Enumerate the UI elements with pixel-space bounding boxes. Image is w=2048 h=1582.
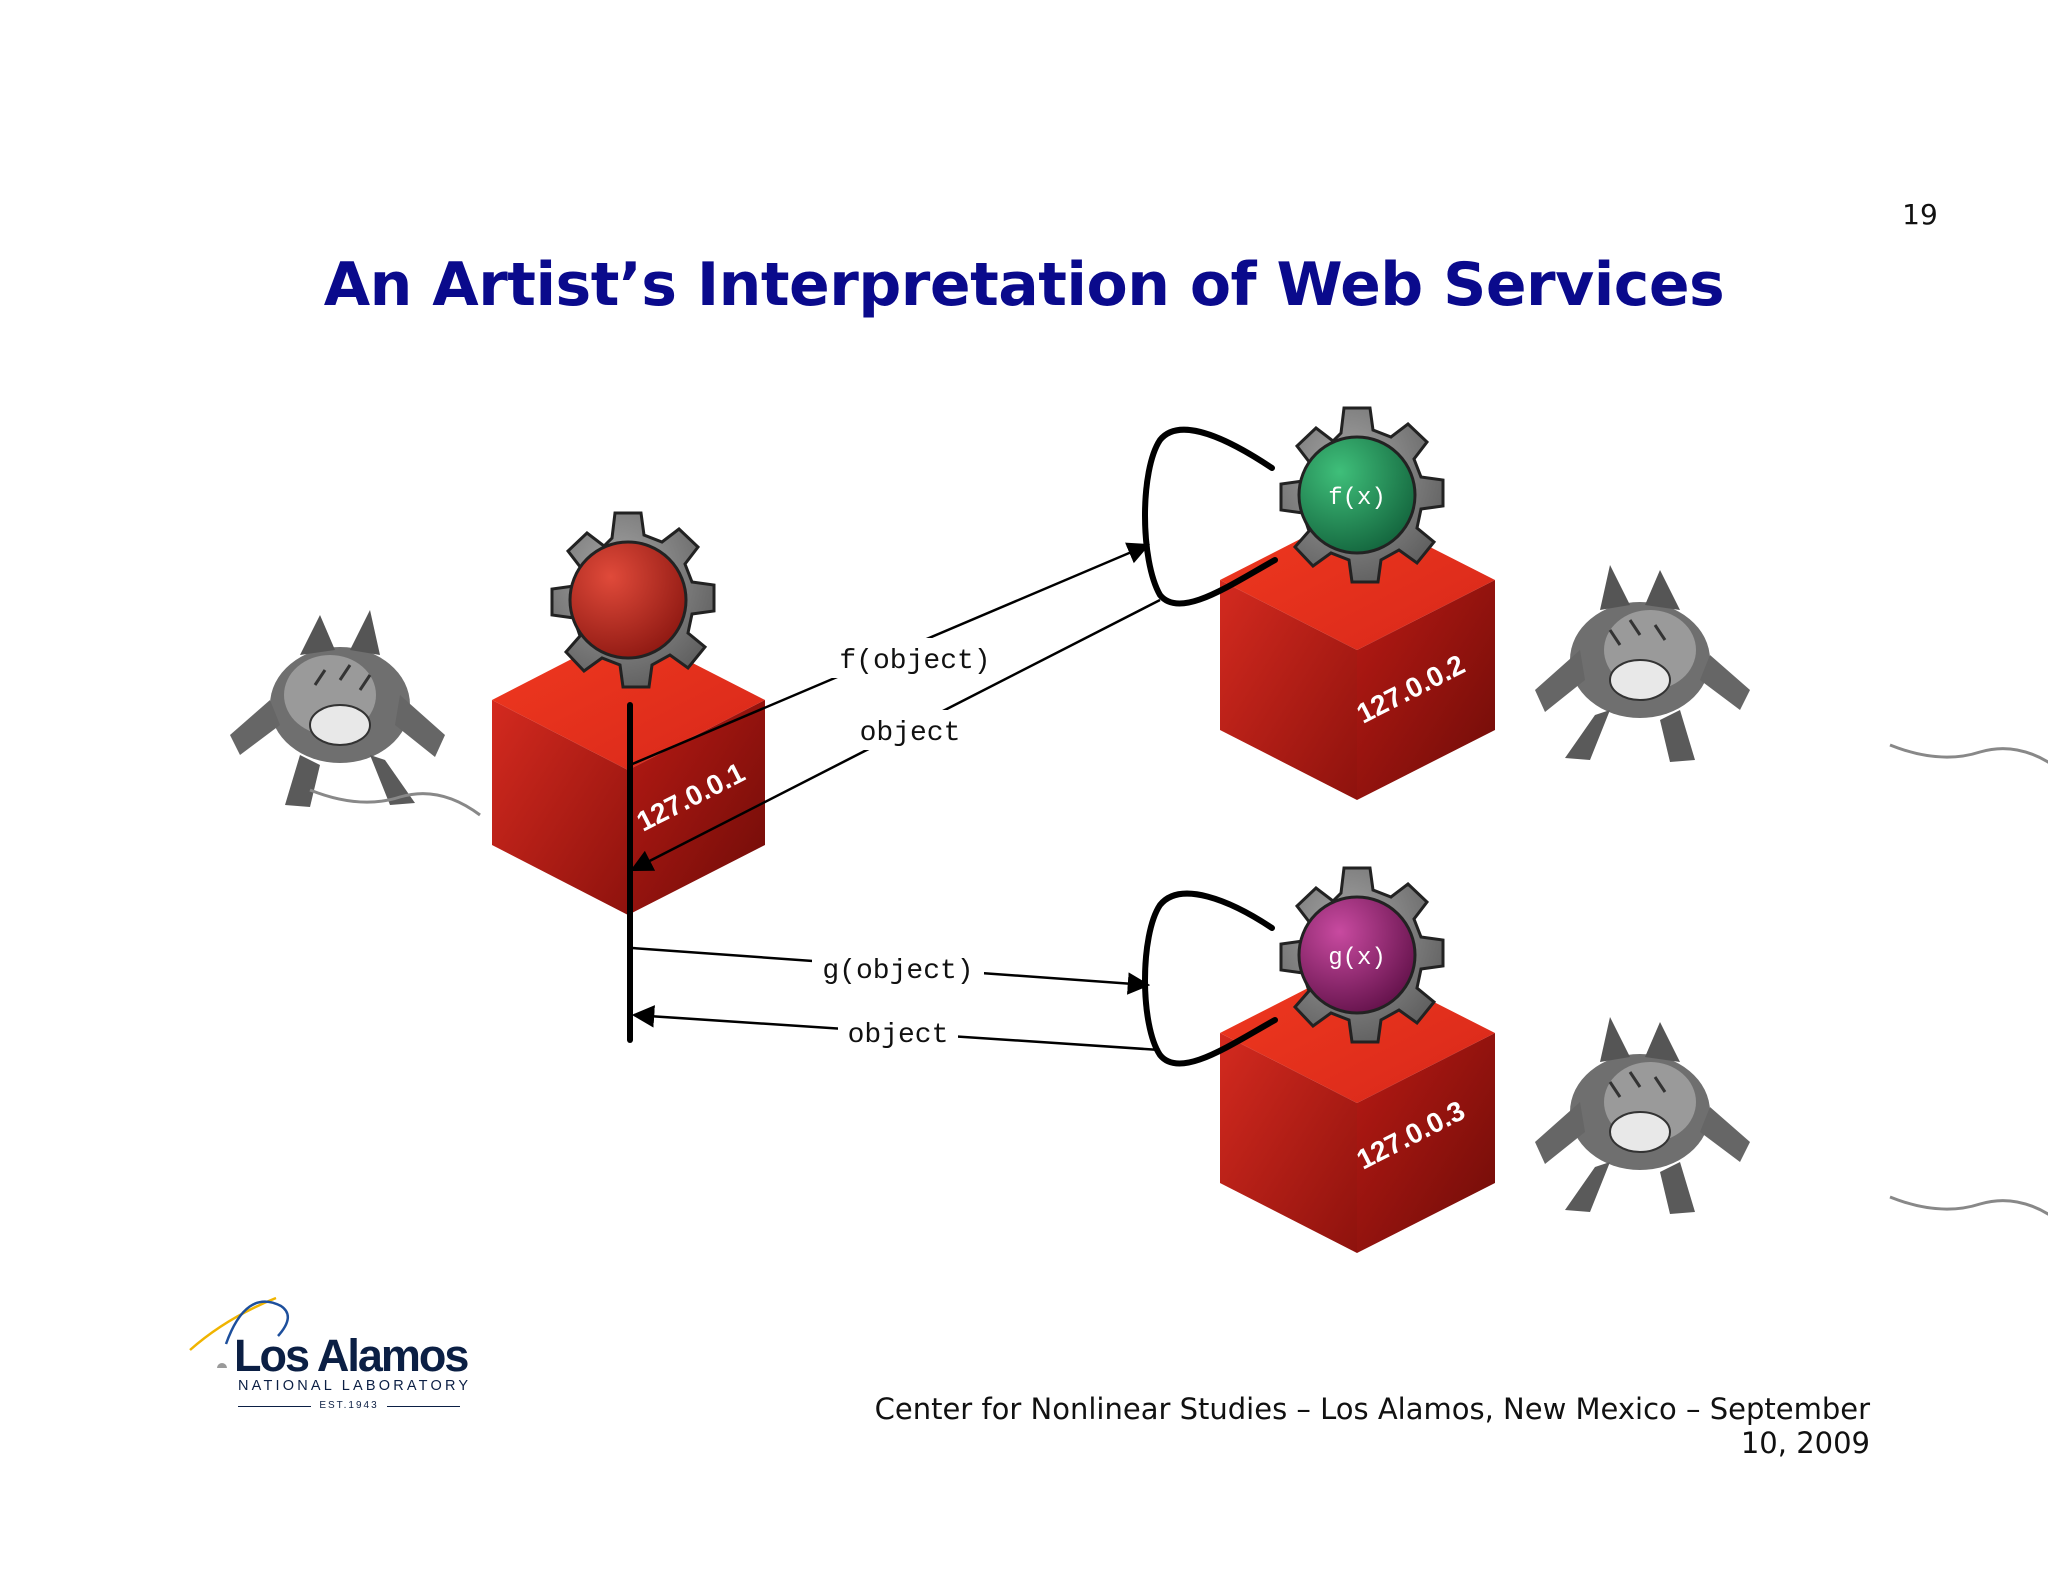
client-creature [228,608,481,817]
server-f-loop [1142,426,1278,607]
server-f-node: 127.0.0.2 f(x) [1220,406,2048,800]
server-g-creature [1533,1015,2048,1216]
server-f-gear: f(x) [1279,406,1445,584]
server-g-gear: g(x) [1279,866,1445,1044]
page-number: 19 [1902,198,1938,231]
f-response-label: object [860,718,961,749]
g-response-label: object [848,1020,949,1051]
server-g-ball [1297,895,1417,1015]
slide-footer: Center for Nonlinear Studies – Los Alamo… [874,1392,1870,1460]
los-alamos-logo: Los Alamos NATIONAL LABORATORY EST.1943 [186,1288,476,1418]
logo-established-text: EST.1943 [311,1400,387,1411]
g-request-label: g(object) [822,956,973,987]
logo-name: Los Alamos [234,1330,469,1381]
logo-established: EST.1943 [238,1400,460,1411]
slide-title: An Artist’s Interpretation of Web Servic… [323,250,1725,320]
logo-subtitle: NATIONAL LABORATORY [238,1378,472,1394]
server-f-creature [1533,563,2048,764]
client-gear [550,511,716,689]
server-g-node: 127.0.0.3 g(x) [1220,866,2048,1253]
server-f-ball [1297,435,1417,555]
server-f-function-label: f(x) [1328,485,1386,512]
client-node: 127.0.0.1 [228,511,765,915]
logo-orbit-icon [189,1296,289,1368]
client-cube: 127.0.0.1 [492,630,765,915]
client-ball [568,540,688,660]
server-g-function-label: g(x) [1328,945,1386,972]
f-request-label: f(object) [839,646,990,677]
server-f-cube: 127.0.0.2 [1220,510,1495,800]
